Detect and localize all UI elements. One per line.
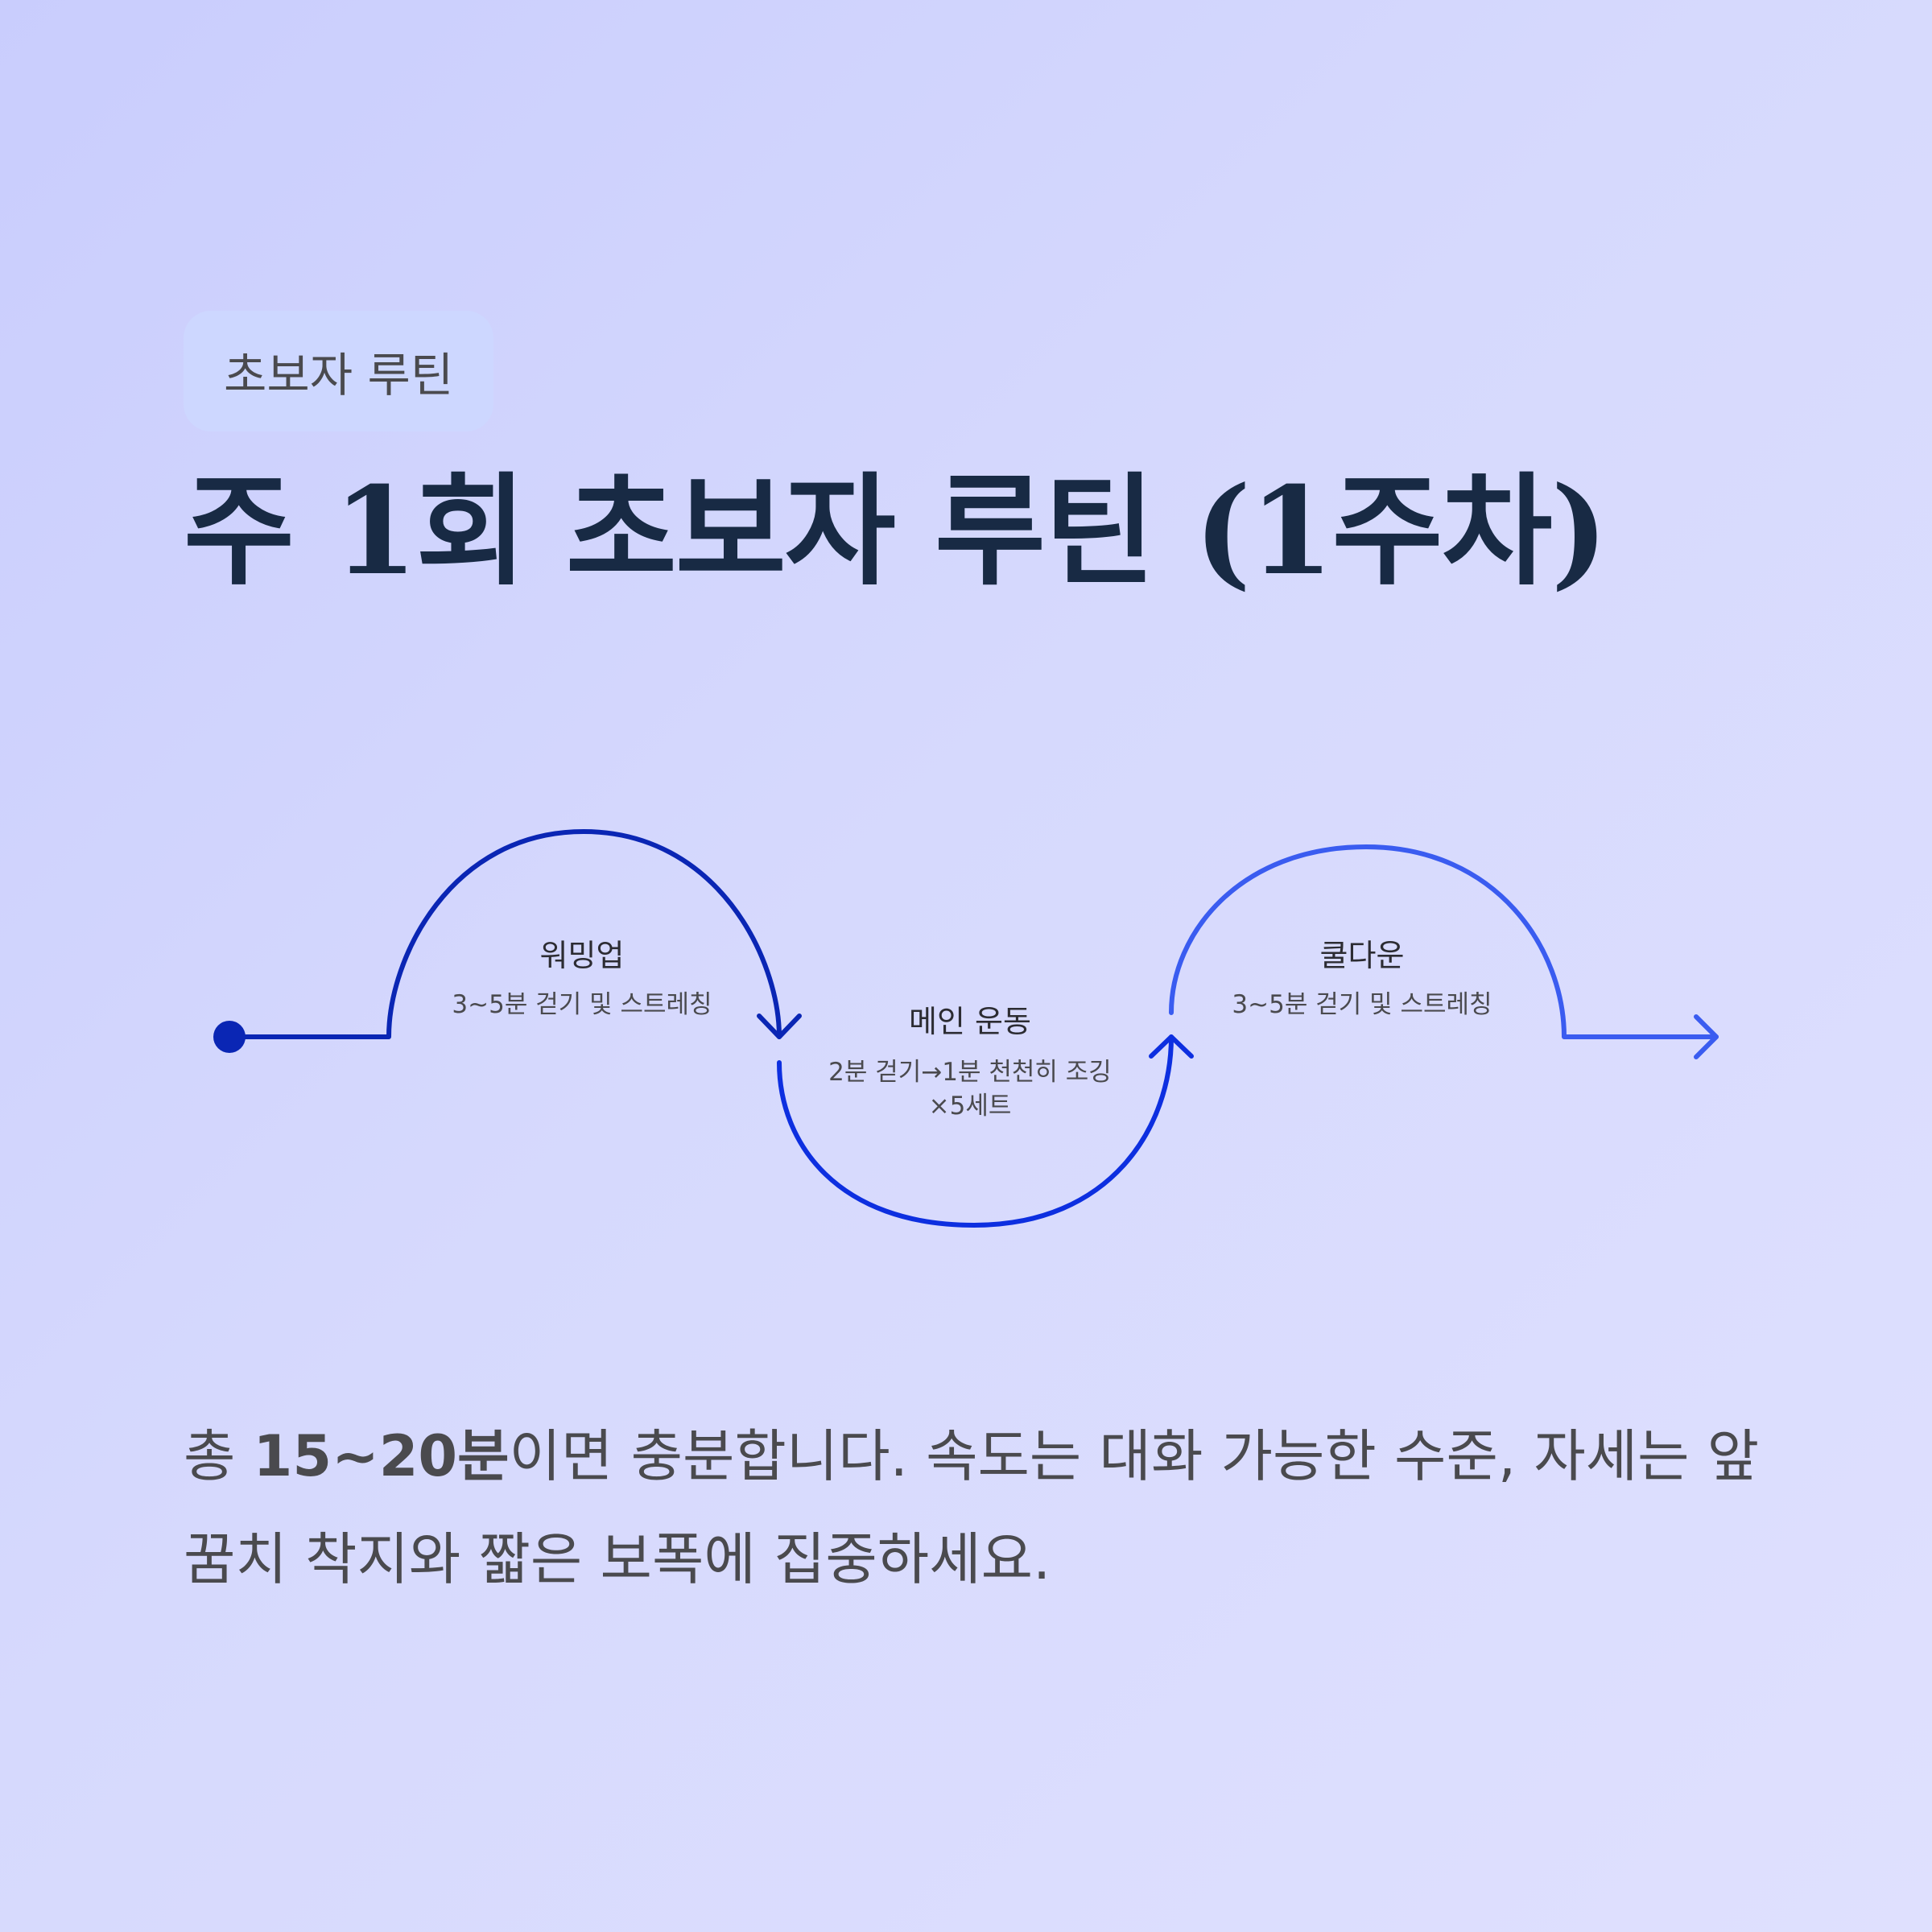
description-duration-highlight: 15~20분 <box>253 1423 510 1489</box>
description-prefix: 총 <box>184 1423 254 1489</box>
cooldown-label: 쿨다운 <box>1320 938 1405 973</box>
warmup-arrowhead <box>757 1013 802 1039</box>
description-rest: 이면 충분합니다. 속도는 대화 가능한 수준, 자세는 앞꿈치 착지와 짧은 … <box>184 1423 1760 1592</box>
warmup-label: 워밍업 <box>540 938 625 973</box>
main-valley <box>777 1034 1174 1228</box>
main-detail-line1: 2분 걷기→1분 천천히 조깅 <box>828 1058 1112 1087</box>
main-label: 메인 운동 <box>909 1004 1031 1039</box>
cooldown-arch <box>1169 844 1719 1039</box>
category-badge: 초보자 루틴 <box>184 311 494 431</box>
routine-description: 총 15~20분이면 충분합니다. 속도는 대화 가능한 수준, 자세는 앞꿈치… <box>184 1405 1761 1611</box>
category-badge-label: 초보자 루틴 <box>224 348 454 402</box>
main-arrowhead <box>1149 1034 1194 1059</box>
page-title: 주 1회 초보자 루틴 (1주차) <box>184 460 1608 602</box>
warmup-arch <box>227 829 782 1039</box>
warmup-detail: 3~5분 걷기 및 스트레칭 <box>452 990 712 1019</box>
main-detail-line2: ×5세트 <box>929 1092 1012 1121</box>
flow-end-arrowhead <box>1694 1014 1719 1059</box>
cooldown-detail: 3~5분 걷기 및 스트레칭 <box>1232 990 1492 1019</box>
